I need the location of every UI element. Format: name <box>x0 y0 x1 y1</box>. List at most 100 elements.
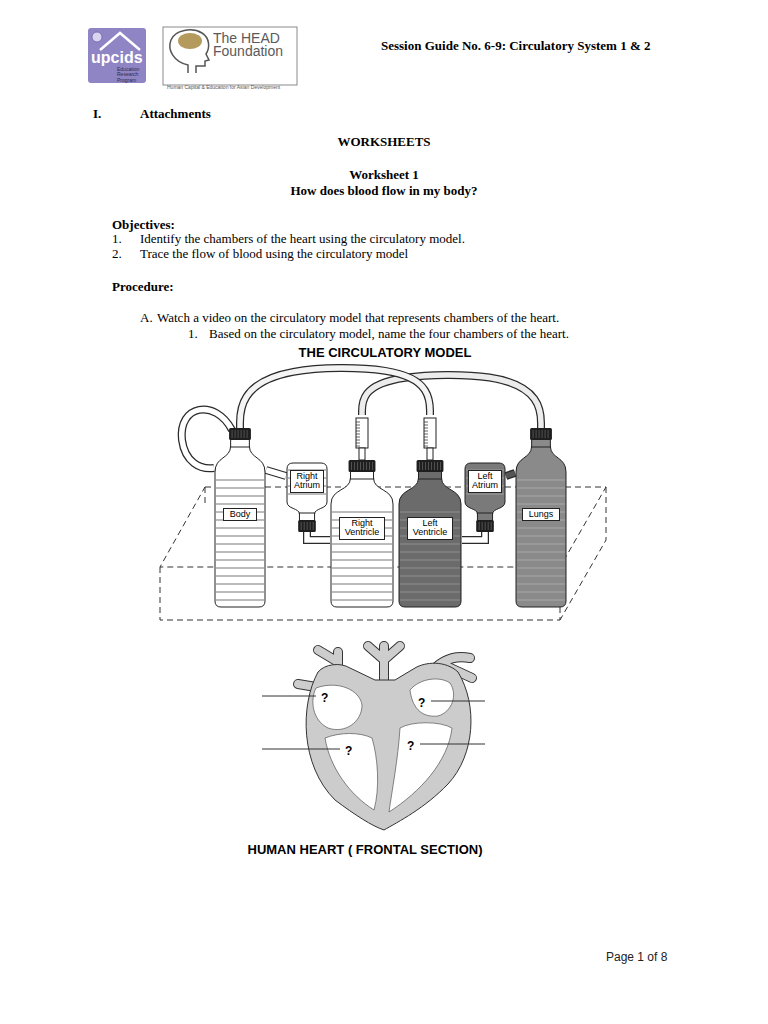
body-bottle: Body <box>214 428 266 608</box>
list-text: Watch a video on the circulatory model t… <box>157 310 559 325</box>
tube-core <box>506 473 515 476</box>
cap-grip <box>428 462 429 470</box>
bottle-rib <box>400 584 460 585</box>
bottle-rib <box>466 494 504 495</box>
ventricle-bottle: Left Ventricle <box>398 415 462 608</box>
head-brain <box>178 33 202 49</box>
tube-outline <box>362 375 541 428</box>
cap-grip <box>241 430 242 438</box>
tube-outline <box>240 368 430 428</box>
bottle-rib <box>216 480 264 481</box>
upcids-logo <box>88 28 146 83</box>
bottle-rib <box>517 592 565 593</box>
label-slot: ? <box>321 688 328 706</box>
head-logo <box>163 27 297 85</box>
cap-grip <box>440 462 441 470</box>
label-slot: I. <box>93 104 101 122</box>
bottle-rib <box>216 592 264 593</box>
cap-grip <box>244 430 245 438</box>
heart-chamber <box>410 679 454 716</box>
chamber-question: ? <box>418 696 425 710</box>
label-slot: Objectives: <box>112 215 175 233</box>
syringe-tick <box>356 440 360 441</box>
tube-connector <box>240 368 430 428</box>
cap-grip <box>238 430 239 438</box>
tube-connector <box>362 375 541 428</box>
worksheet-title: Worksheet 1 <box>349 167 419 182</box>
cap-grip <box>354 462 355 470</box>
label-slot: Attachments <box>140 104 211 122</box>
bottle-rib <box>332 568 392 569</box>
bottle-rib <box>517 568 565 569</box>
section-number: I. <box>93 106 101 121</box>
bottle-rib <box>517 544 565 545</box>
bottle-cap <box>417 460 444 472</box>
bottle-neck <box>418 471 441 479</box>
cap-grip <box>313 522 314 530</box>
syringe-tick <box>356 437 360 438</box>
cap-grip <box>351 462 352 470</box>
chamber-label: Right Ventricle <box>339 517 385 540</box>
bottle-body <box>287 463 327 514</box>
bottle-shape <box>465 463 505 532</box>
leader-line <box>262 749 340 750</box>
bottle-cap <box>530 428 552 440</box>
figure-title: THE CIRCULATORY MODEL <box>299 345 472 360</box>
bottle-rib <box>517 536 565 537</box>
section-title: Attachments <box>140 106 211 121</box>
label-slot: Human Capital & Education for Asian Deve… <box>167 75 280 93</box>
logo-subtitle: Education Research Program <box>117 67 145 83</box>
leader-line <box>420 744 485 745</box>
label-slot: Procedure: <box>112 277 174 295</box>
bottle-rib <box>517 600 565 601</box>
chamber-label: Lungs <box>522 508 560 521</box>
tube-outline <box>307 532 330 540</box>
bottle-neck <box>299 513 314 521</box>
bottle-rib <box>216 576 264 577</box>
bottle-rib <box>216 552 264 553</box>
bottle-rib <box>332 512 392 513</box>
cap-grip <box>366 462 367 470</box>
logo-square <box>88 28 146 83</box>
bottle-neck <box>532 439 551 447</box>
list-number: A. <box>140 310 153 325</box>
label-slot: How does blood flow in my body? <box>84 181 684 199</box>
label-slot: THE CIRCULATORY MODEL <box>85 343 685 361</box>
bottle-rib <box>332 552 392 553</box>
tube-connector <box>307 532 330 540</box>
chamber-question: ? <box>407 739 414 753</box>
label-slot: 1. <box>112 229 122 247</box>
cap-grip <box>425 462 426 470</box>
label-slot: Identify the chambers of the heart using… <box>140 229 465 247</box>
bottle-rib <box>216 600 264 601</box>
bottle-rib <box>400 592 460 593</box>
syringe-tip <box>359 448 365 460</box>
cap-grip <box>434 462 435 470</box>
cap-grip <box>304 522 305 530</box>
chamber-label: Left Ventricle <box>407 517 453 540</box>
bottle-rib <box>517 584 565 585</box>
bottle-rib <box>400 576 460 577</box>
label-slot: ? <box>407 736 414 754</box>
tube-connector <box>266 470 286 476</box>
label-slot: Based on the circulatory model, name the… <box>209 324 569 342</box>
syringe-barrel <box>356 418 368 448</box>
cap-grip <box>247 430 248 438</box>
logo-subtitle: Human Capital & Education for Asian Deve… <box>167 84 280 90</box>
cap-grip <box>542 430 543 438</box>
syringe-tick <box>424 425 428 426</box>
cap-grip <box>307 522 308 530</box>
bottle-rib <box>400 568 460 569</box>
bottle-body <box>465 463 505 514</box>
bottle-rib <box>216 568 264 569</box>
tube-core <box>266 470 286 476</box>
syringe-tick <box>356 422 360 423</box>
label-slot: 1. <box>188 324 198 342</box>
bottle-rib <box>332 560 392 561</box>
atrium-bottle: Left Atrium <box>464 462 506 532</box>
syringe-tip <box>427 448 433 460</box>
tube-connector <box>506 473 515 476</box>
bottle-shape <box>516 428 566 607</box>
bottle-cap <box>298 520 316 532</box>
cap-grip <box>545 430 546 438</box>
